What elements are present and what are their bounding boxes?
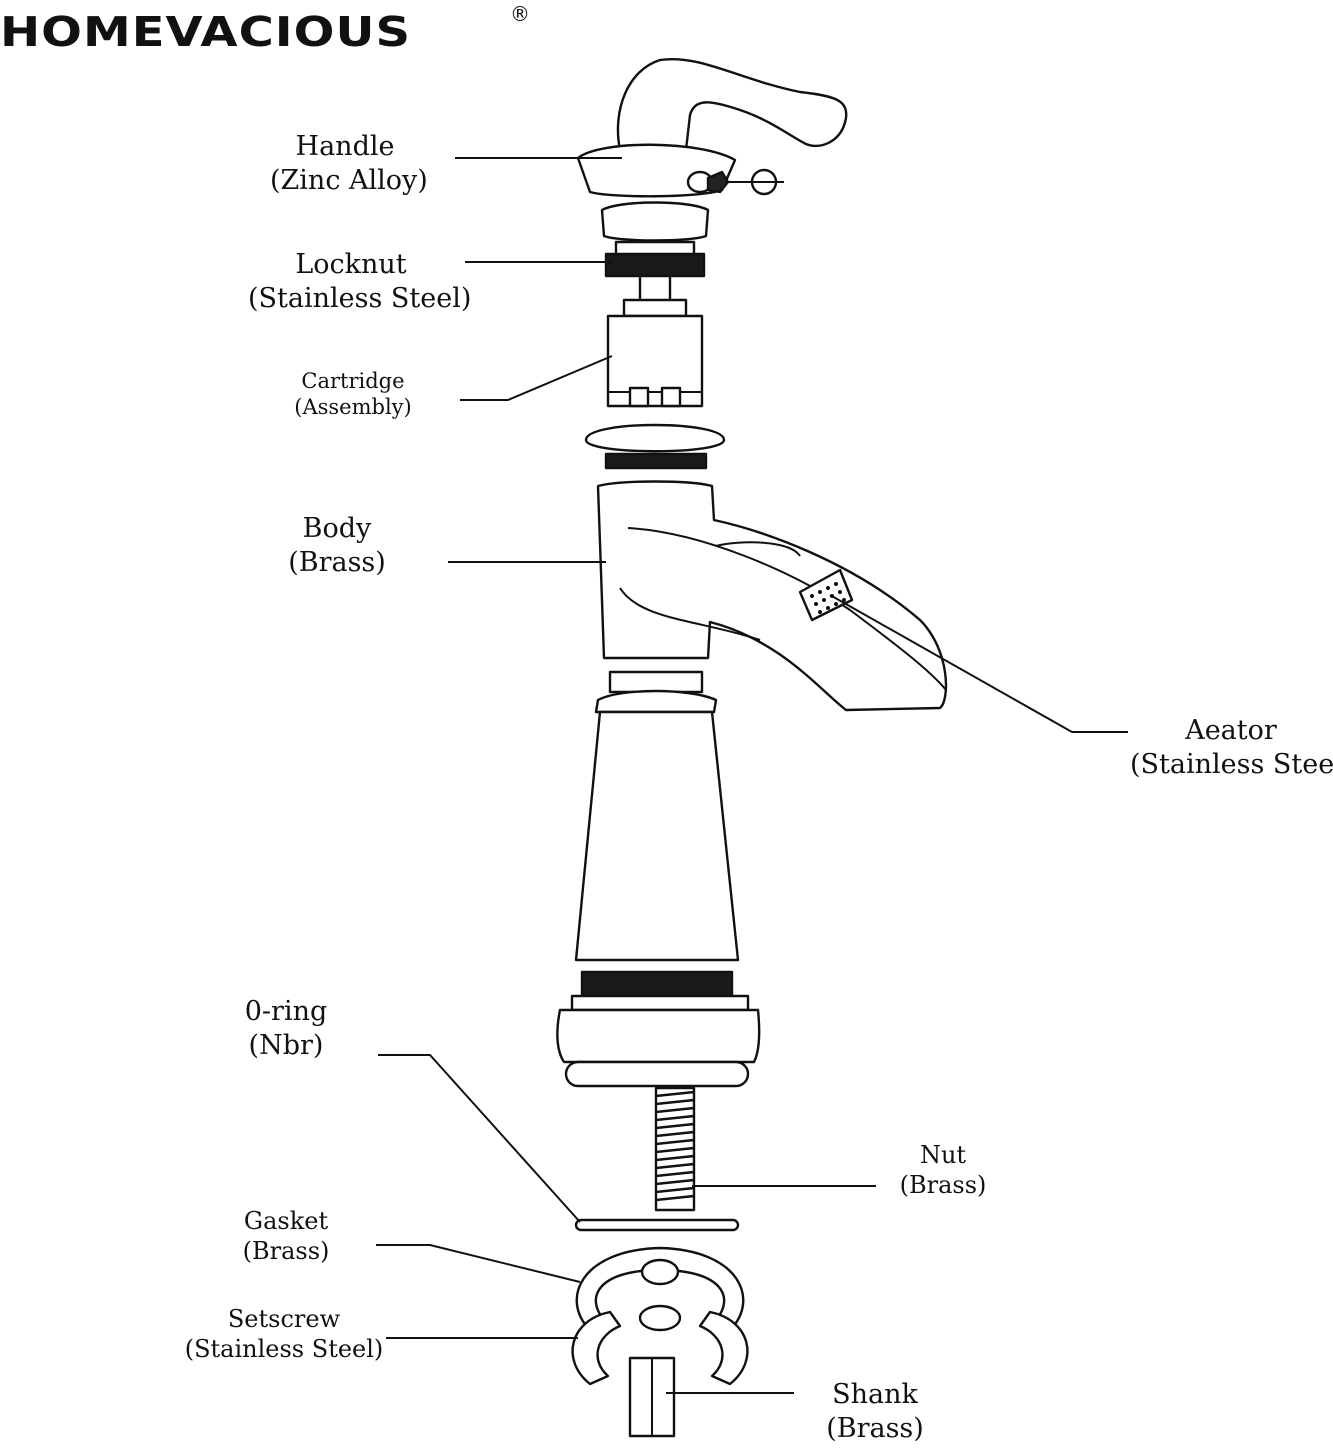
leader-lines xyxy=(376,157,1128,1394)
handle-part xyxy=(576,57,848,198)
label-locknut-name: Locknut xyxy=(295,249,407,280)
brand-logo: HOMEVACIOUS xyxy=(0,8,412,57)
label-cartridge-name: Cartridge xyxy=(301,369,405,393)
threaded-rod-part xyxy=(654,1086,696,1212)
gasket-part xyxy=(571,1246,749,1386)
label-body-material: (Brass) xyxy=(288,546,386,578)
label-body-name: Body xyxy=(302,513,372,544)
label-oring: 0-ring (Nbr) xyxy=(236,995,336,1063)
label-gasket-name: Gasket xyxy=(243,1207,329,1235)
label-nut-material: (Brass) xyxy=(899,1171,987,1199)
label-aerator: Aeator (Stainless Steel) xyxy=(1130,714,1333,782)
bonnet-cap-part xyxy=(600,201,710,242)
label-locknut: Locknut (Stainless Steel) xyxy=(248,248,472,316)
label-shank: Shank (Brass) xyxy=(820,1378,930,1446)
label-oring-material: (Nbr) xyxy=(248,1029,324,1061)
label-handle: Handle (Zinc Alloy) xyxy=(270,130,428,198)
label-shank-name: Shank xyxy=(832,1379,918,1410)
base-part xyxy=(556,970,761,1088)
body-part xyxy=(596,480,948,712)
label-setscrew-name: Setscrew xyxy=(227,1305,341,1333)
label-handle-material: (Zinc Alloy) xyxy=(270,164,428,196)
label-handle-name: Handle xyxy=(295,131,395,162)
label-cartridge: Cartridge (Assembly) xyxy=(290,368,416,421)
lower-body-part xyxy=(574,670,740,962)
label-nut: Nut (Brass) xyxy=(892,1140,994,1200)
label-aerator-name: Aeator xyxy=(1185,715,1277,746)
flange-ring-part xyxy=(584,423,726,470)
label-nut-name: Nut xyxy=(919,1141,967,1169)
cartridge-part xyxy=(606,314,704,408)
label-cartridge-material: (Assembly) xyxy=(294,395,412,420)
label-locknut-material: (Stainless Steel) xyxy=(248,282,472,314)
label-shank-material: (Brass) xyxy=(826,1412,924,1444)
label-gasket: Gasket (Brass) xyxy=(230,1206,342,1266)
label-setscrew-material: (Stainless Steel) xyxy=(184,1335,384,1363)
shank-part xyxy=(628,1356,676,1438)
label-aerator-material: (Stainless Steel) xyxy=(1130,748,1333,780)
oring-part xyxy=(574,1218,740,1232)
label-oring-name: 0-ring xyxy=(244,996,328,1027)
registered-mark: ® xyxy=(510,2,530,26)
label-body: Body (Brass) xyxy=(282,512,392,580)
label-gasket-material: (Brass) xyxy=(242,1237,330,1265)
label-setscrew: Setscrew (Stainless Steel) xyxy=(182,1304,386,1364)
locknut-part xyxy=(604,240,706,318)
